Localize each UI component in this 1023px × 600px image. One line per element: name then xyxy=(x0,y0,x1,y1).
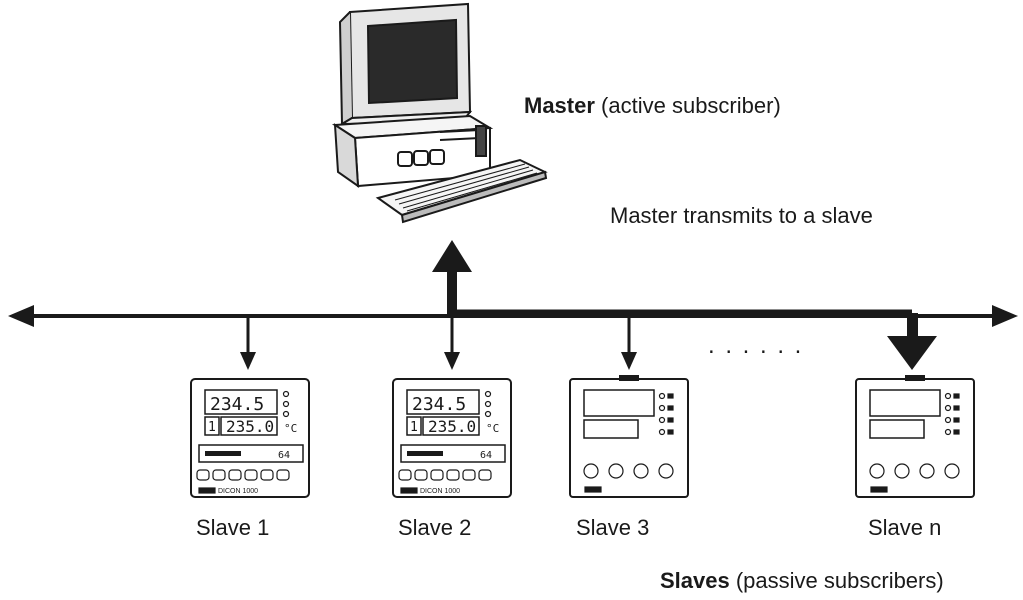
slave-1-bar-value: 64 xyxy=(278,450,290,461)
bus-line xyxy=(8,305,1018,327)
slave-2-device-icon xyxy=(392,378,512,498)
slaves-caption-name: Slaves xyxy=(660,568,730,593)
slave-3-arrow xyxy=(621,316,637,370)
slave-2-display-bottom: 235.0 xyxy=(428,417,476,436)
slave-1-unit: °C xyxy=(284,422,297,435)
slaves-caption: Slaves (passive subscribers) xyxy=(660,568,944,594)
slave-1-display-bottom: 235.0 xyxy=(226,417,274,436)
slave-n-device-icon xyxy=(855,375,975,498)
slaves-caption-role: (passive subscribers) xyxy=(735,568,944,593)
slave-1-device-icon xyxy=(190,378,310,498)
slave-3-device-icon xyxy=(569,375,689,498)
transmit-note: Master transmits to a slave xyxy=(610,203,873,228)
master-transmit-arrow xyxy=(432,240,472,316)
slave-n-receive-arrow xyxy=(887,313,937,370)
ellipsis: . . . . . . xyxy=(708,332,804,359)
slave-2-label: Slave 2 xyxy=(398,515,472,540)
slave-2-arrow xyxy=(444,316,460,370)
slave-3-label: Slave 3 xyxy=(576,515,650,540)
slave-1-channel: 1 xyxy=(208,420,216,435)
slave-n-label: Slave n xyxy=(868,515,942,540)
master-label: Master (active subscriber) xyxy=(524,93,781,119)
slave-1-brand: DICON 1000 xyxy=(218,488,258,495)
slave-2-bar-value: 64 xyxy=(480,450,492,461)
master-computer-icon xyxy=(331,2,548,224)
master-name: Master xyxy=(524,93,595,118)
slave-1-arrow xyxy=(240,316,256,370)
slave-2-display-top: 234.5 xyxy=(412,394,466,415)
master-role: (active subscriber) xyxy=(601,93,781,118)
slave-1-label: Slave 1 xyxy=(196,515,270,540)
slave-1-display-top: 234.5 xyxy=(210,394,264,415)
slave-2-unit: °C xyxy=(486,422,499,435)
slave-2-brand: DICON 1000 xyxy=(420,488,460,495)
slave-2-channel: 1 xyxy=(410,420,418,435)
